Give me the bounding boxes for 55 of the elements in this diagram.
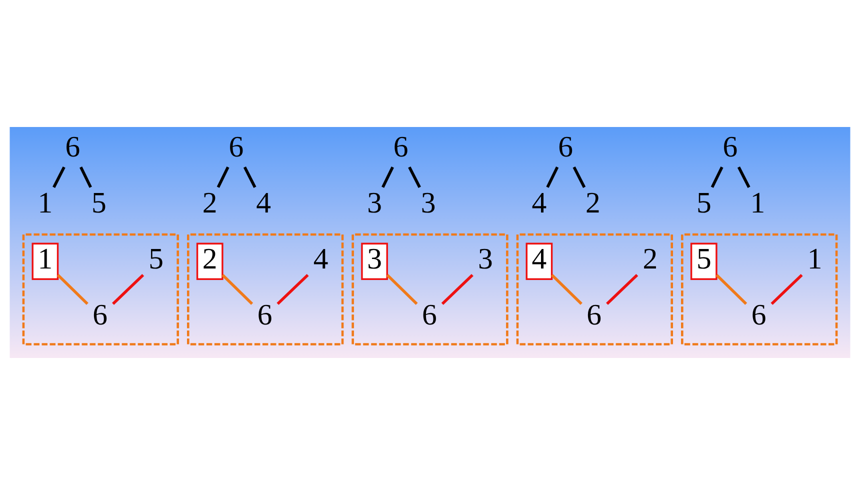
connector — [382, 166, 394, 188]
node-text: 6 — [422, 299, 437, 332]
cluster — [681, 232, 838, 345]
node-text: 6 — [393, 131, 408, 164]
connector — [56, 273, 88, 304]
node-text: 2 — [202, 187, 218, 220]
node-text: 4 — [313, 243, 328, 276]
node-text: 6 — [751, 299, 766, 332]
node-box: 2 — [196, 242, 224, 280]
node-box: 4 — [526, 242, 553, 280]
cluster — [516, 232, 673, 345]
connector — [216, 166, 230, 188]
connector — [80, 166, 92, 188]
connector — [716, 273, 748, 304]
node-text: 2 — [586, 187, 600, 220]
node-box: 3 — [361, 242, 388, 280]
connector — [441, 273, 474, 304]
connector — [770, 273, 803, 304]
cluster — [22, 232, 179, 345]
connector — [276, 273, 309, 304]
node-text: 6 — [92, 299, 108, 332]
node-text: 2 — [642, 243, 658, 276]
node-text: 6 — [586, 299, 602, 332]
node-text: 4 — [532, 187, 547, 220]
connector — [408, 166, 421, 188]
node-text: 3 — [478, 243, 493, 276]
node-box: 1 — [32, 242, 59, 280]
node-text: 5 — [92, 187, 106, 220]
connector — [737, 166, 750, 188]
node-text: 6 — [257, 299, 272, 332]
connector — [710, 166, 724, 188]
node-text: 6 — [722, 131, 738, 164]
node-text: 1 — [750, 187, 766, 220]
connector — [550, 273, 582, 304]
cluster — [187, 232, 344, 345]
connector — [222, 273, 254, 304]
node-text: 5 — [148, 243, 164, 276]
node-text: 4 — [256, 187, 272, 220]
connector — [572, 166, 586, 188]
node-text: 1 — [38, 187, 53, 220]
node-text: 6 — [228, 131, 244, 164]
connector — [112, 273, 144, 304]
connector — [52, 166, 66, 188]
node-text: 6 — [558, 131, 573, 164]
node-text: 3 — [367, 187, 382, 220]
connector — [386, 273, 418, 304]
connector — [243, 166, 256, 188]
node-text: 1 — [807, 243, 822, 276]
node-text: 5 — [696, 187, 712, 220]
node-box: 5 — [690, 242, 718, 280]
cluster — [352, 232, 508, 345]
connector — [606, 273, 638, 304]
connector — [546, 166, 559, 188]
node-text: 6 — [65, 131, 80, 164]
node-text: 3 — [420, 187, 436, 220]
